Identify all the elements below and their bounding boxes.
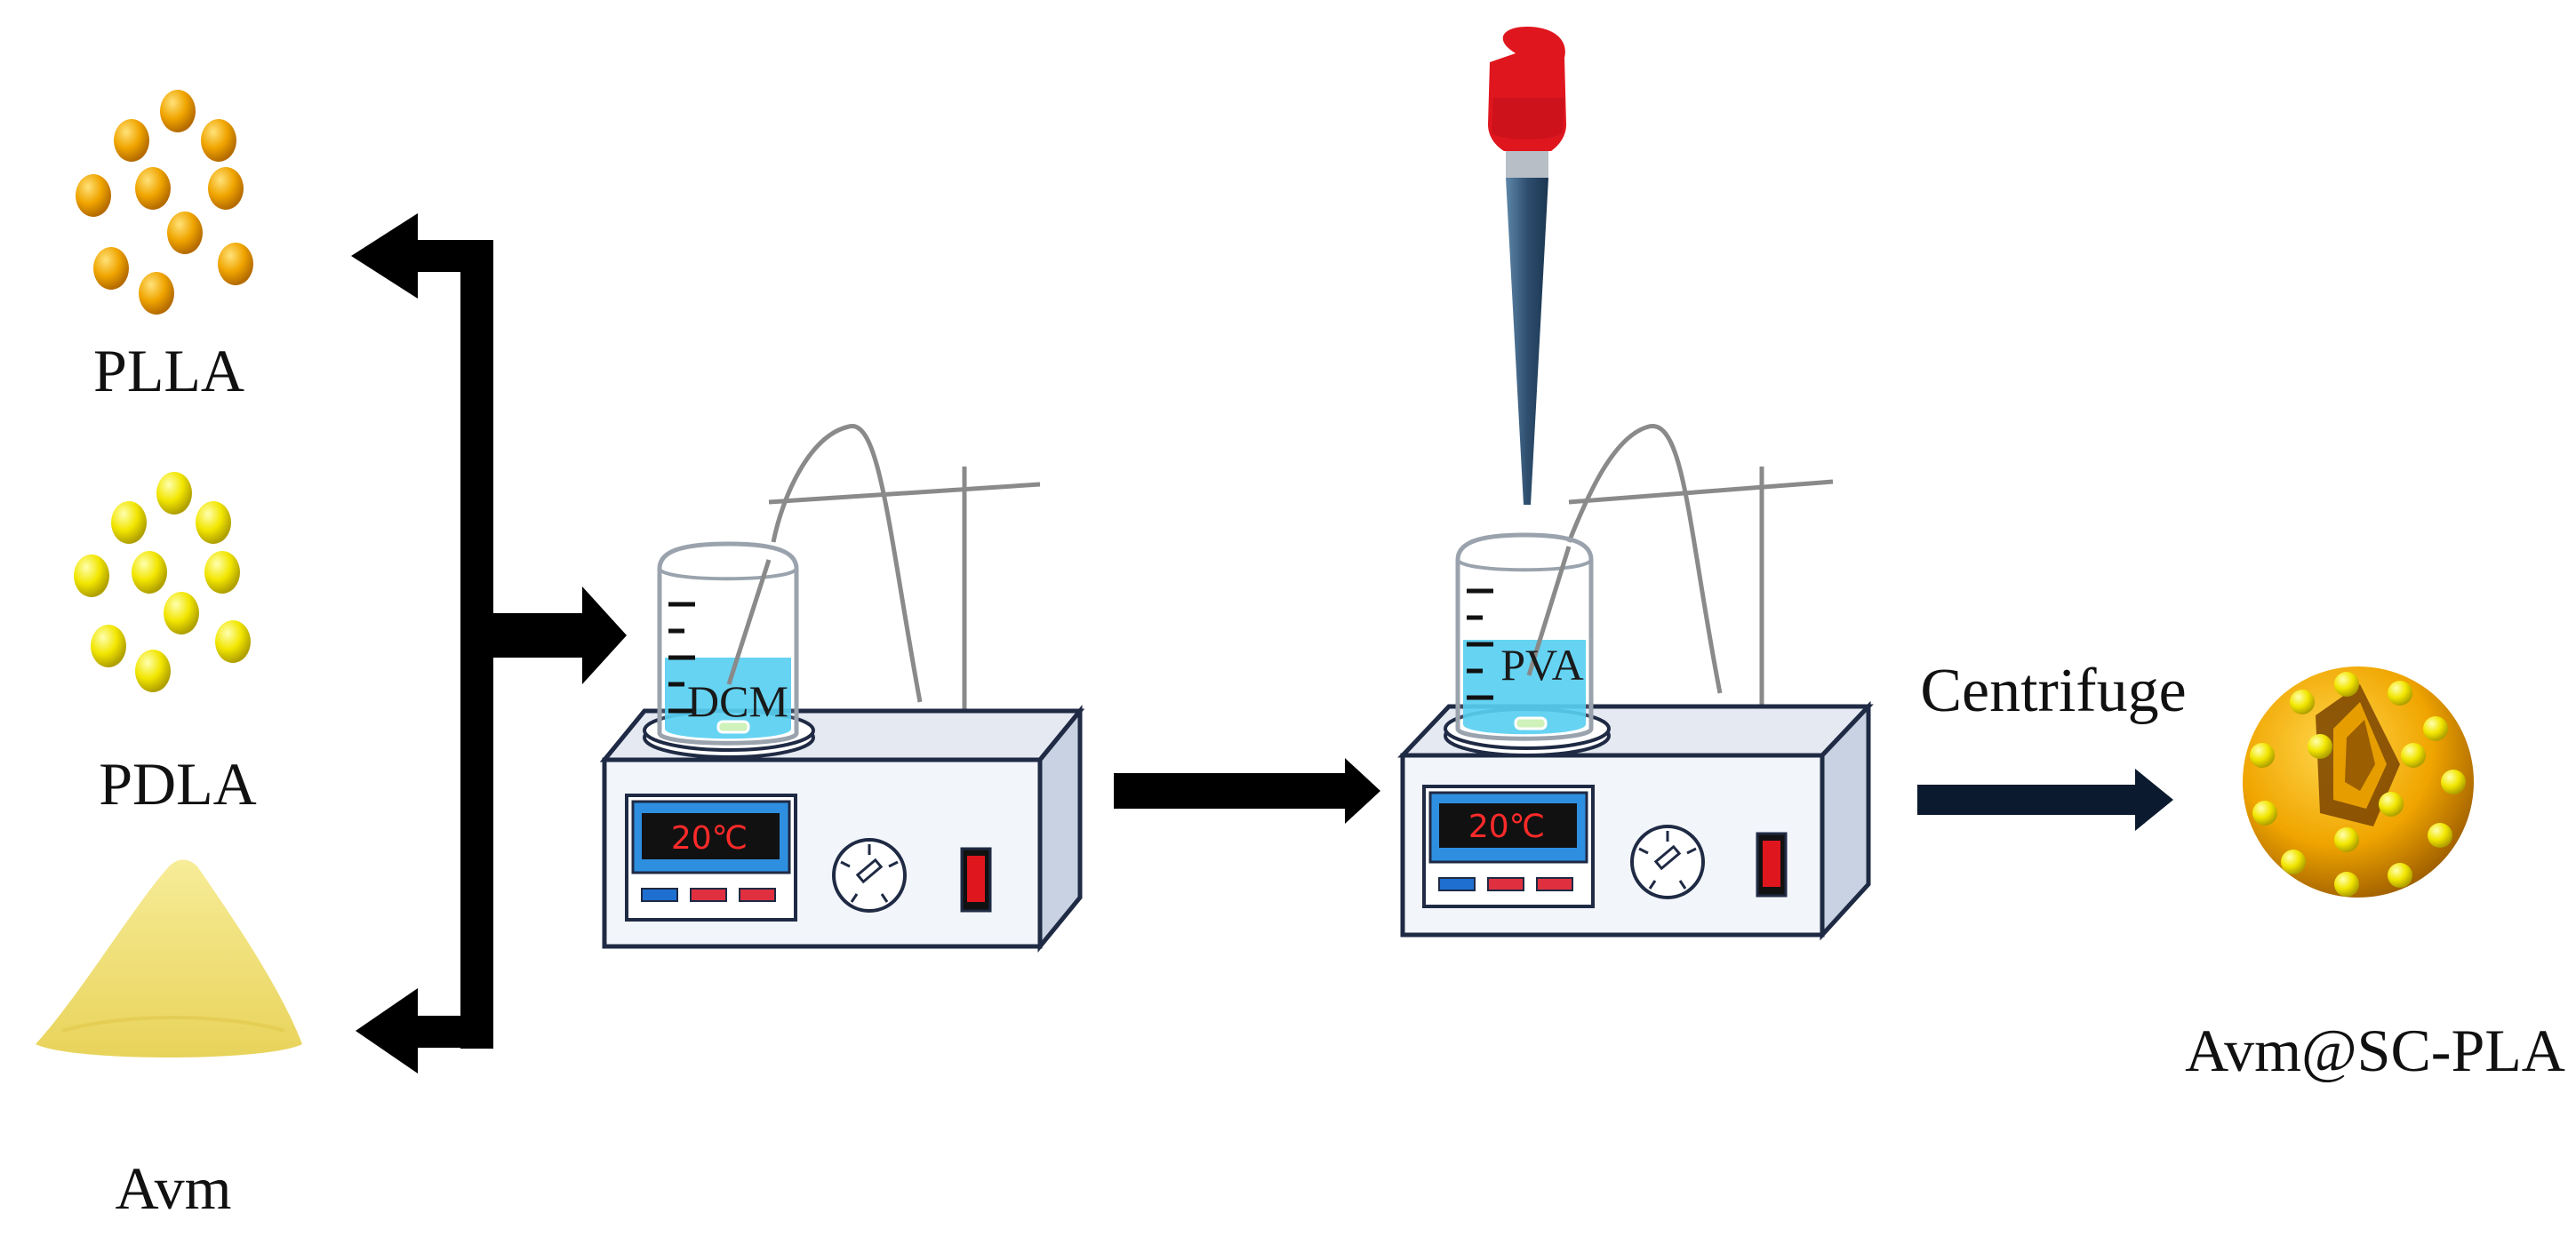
pdla-pellet (196, 501, 231, 544)
stir-bar (1514, 716, 1548, 730)
pdla-pellet (132, 551, 167, 594)
avm-powder-pile (36, 859, 302, 1057)
panel-button-red (1487, 877, 1524, 891)
dropper-collar (1506, 151, 1548, 178)
stirring-rod (726, 559, 772, 685)
product-dot (2428, 823, 2452, 848)
arrow-to-stirrer-1 (582, 587, 627, 684)
avm-label: Avm (116, 1154, 232, 1222)
stirring-rod (1526, 546, 1572, 676)
plla-pellet (218, 243, 253, 285)
stand-arc (771, 424, 923, 703)
arrow-stirrer-1-to-2 (1114, 758, 1380, 824)
plla-label: PLLA (93, 337, 244, 404)
stir-bar (716, 720, 750, 734)
product-label: Avm@SC-PLA (2185, 1017, 2565, 1084)
product-dot (2290, 690, 2315, 714)
pdla-pellet (135, 650, 171, 692)
arrow-to-plla (351, 213, 418, 299)
product-dot (2250, 743, 2275, 768)
product-dot (2388, 681, 2412, 706)
temperature-display (1439, 803, 1577, 848)
plla-pellet (208, 167, 244, 210)
panel-button-red (739, 888, 776, 902)
speed-dial (832, 838, 907, 913)
pdla-pellet (156, 472, 192, 515)
panel-button-blue (641, 888, 678, 902)
temperature-readout-2: 20℃ (1468, 809, 1545, 845)
panel-button-red (690, 888, 727, 902)
product-dot (2388, 863, 2412, 888)
bracket-bottom-bar (418, 1016, 493, 1048)
plla-pellet (139, 272, 174, 315)
product-dot (2252, 801, 2277, 826)
arrow-to-avm (356, 988, 418, 1073)
product-dot (2281, 850, 2306, 874)
dropper (1488, 27, 1566, 505)
speed-dial (1630, 825, 1705, 899)
plla-pellet (160, 90, 196, 132)
panel-button-blue (1438, 877, 1476, 891)
beaker-liquid (1463, 640, 1586, 735)
pdla-label: PDLA (99, 750, 257, 818)
bracket-top-bar (418, 240, 493, 272)
product-dot (2334, 827, 2359, 852)
pdla-pellet (215, 620, 251, 663)
plla-pellet (135, 167, 171, 210)
centrifuge-label: Centrifuge (1920, 657, 2186, 725)
pdla-pellet (164, 592, 199, 634)
pdla-pellet (74, 555, 109, 597)
product-dot (2423, 716, 2448, 741)
dropper-tube (1506, 178, 1548, 505)
product-dot (2334, 872, 2359, 897)
bracket-mid-bar (493, 613, 582, 658)
stand-arc (1566, 424, 1723, 694)
pdla-pellets (74, 472, 251, 692)
temperature-display (642, 813, 780, 859)
product-dot (2308, 734, 2332, 759)
arrow-centrifuge (1917, 769, 2173, 831)
stand-crossbar (768, 482, 1041, 505)
plla-pellet (201, 119, 236, 162)
stand-crossbar (1568, 479, 1834, 505)
product-dot (2441, 770, 2466, 794)
beaker-liquid (665, 658, 791, 739)
product-microsphere (2243, 666, 2474, 898)
pdla-pellet (91, 625, 126, 667)
pdla-pellet (111, 501, 147, 544)
product-dot (2379, 792, 2404, 817)
pdla-pellet (204, 551, 240, 594)
temperature-readout-1: 20℃ (671, 820, 748, 857)
magnetic-stirrer-1: 20℃ DCM (599, 424, 1085, 954)
beaker-2: PVA (1455, 532, 1594, 741)
plla-pellets (76, 90, 253, 315)
solution-label-2: PVA (1500, 640, 1584, 690)
plla-pellet (114, 119, 149, 162)
bracket-arrow (351, 213, 627, 1073)
beaker-1: DCM (657, 541, 799, 746)
plla-pellet (76, 174, 111, 217)
product-dot (2334, 672, 2359, 697)
magnetic-stirrer-2: 20℃ PVA (1397, 424, 1874, 941)
solution-label-1: DCM (687, 676, 788, 726)
plla-pellet (93, 247, 129, 290)
panel-button-red (1536, 877, 1573, 891)
product-dots (2250, 672, 2466, 897)
bracket-vertical-bar (460, 240, 493, 1049)
product-dot (2401, 743, 2426, 768)
plla-pellet (167, 211, 203, 254)
